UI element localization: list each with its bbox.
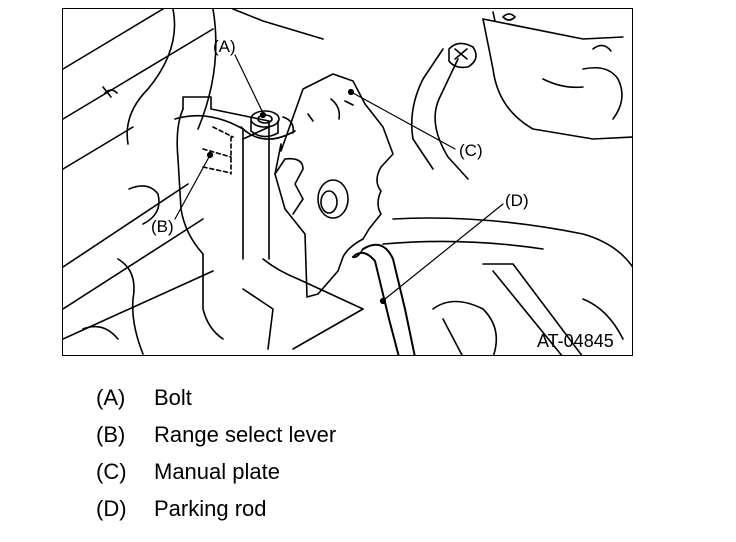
line-drawing xyxy=(63,9,632,355)
leader-dot-c xyxy=(347,88,355,96)
leader-dot-b xyxy=(206,151,214,159)
leader-line-d xyxy=(384,203,504,300)
parking-rod xyxy=(352,243,416,355)
legend-key: (C) xyxy=(96,459,127,484)
callout-c: (C) xyxy=(459,141,483,160)
callout-d: (D) xyxy=(505,191,529,210)
lower-housing xyxy=(242,217,632,355)
leader-line-a xyxy=(234,54,264,114)
manual-plate xyxy=(274,73,394,298)
leader-dot-d xyxy=(379,297,387,305)
callout-b: (B) xyxy=(151,217,174,236)
leader-line-c xyxy=(352,92,456,150)
legend-label: Manual plate xyxy=(154,459,280,484)
leader-lines xyxy=(174,54,504,305)
legend-label: Parking rod xyxy=(154,496,267,521)
leader-dot-a xyxy=(259,111,267,119)
figure-frame: (A) (B) (C) (D) AT-04845 xyxy=(62,8,633,356)
housing-outline xyxy=(63,9,324,355)
figure-id: AT-04845 xyxy=(537,331,614,351)
callout-a: (A) xyxy=(213,37,236,56)
legend-label: Range select lever xyxy=(154,422,337,447)
upper-housing xyxy=(410,11,632,180)
legend-key: (B) xyxy=(96,422,126,447)
legend-label: Bolt xyxy=(154,385,192,410)
legend-key: (A) xyxy=(96,385,126,410)
legend-key: (D) xyxy=(96,496,127,521)
leader-line-b xyxy=(174,156,210,220)
